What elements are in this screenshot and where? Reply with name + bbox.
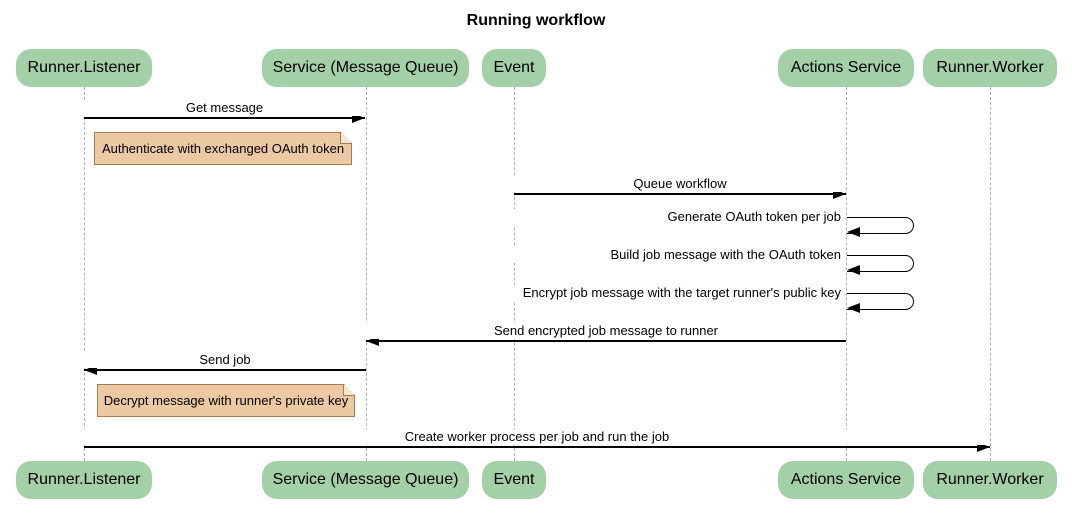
arrowhead-left-icon [366, 336, 379, 346]
note-text: Decrypt message with runner's private ke… [103, 393, 349, 408]
participant-top-runner-worker: Runner.Worker [923, 49, 1057, 87]
participant-label: Runner.Worker [936, 471, 1044, 488]
participant-top-actions-service: Actions Service [778, 49, 914, 87]
participant-label: Service (Message Queue) [272, 59, 459, 76]
note-authenticate: Authenticate with exchanged OAuth token [94, 132, 352, 165]
participant-bottom-service-message-queue: Service (Message Queue) [262, 461, 469, 499]
participant-label: Actions Service [790, 59, 902, 76]
arrowhead-right-icon [833, 189, 846, 199]
message-line [84, 446, 990, 448]
note-text: Authenticate with exchanged OAuth token [101, 141, 345, 156]
participant-label: Event [493, 471, 535, 488]
message-line [84, 117, 365, 119]
message-label-queue-workflow: Queue workflow [514, 176, 846, 192]
participant-label: Runner.Listener [27, 59, 141, 76]
participant-label: Service (Message Queue) [272, 471, 459, 488]
lifeline-runner-listener [84, 87, 85, 461]
participant-bottom-runner-worker: Runner.Worker [923, 461, 1057, 499]
participant-bottom-runner-listener: Runner.Listener [16, 461, 152, 499]
participant-bottom-event: Event [482, 461, 546, 499]
message-label-get-message: Get message [84, 100, 365, 116]
arrowhead-left-icon [847, 303, 860, 313]
self-loop [847, 217, 914, 234]
message-line [84, 369, 366, 371]
arrowhead-right-icon [977, 442, 990, 452]
lifeline-runner-worker [990, 87, 991, 461]
message-label-send-encrypted: Send encrypted job message to runner [366, 323, 846, 339]
arrowhead-right-icon [352, 113, 365, 123]
self-loop [847, 255, 914, 272]
message-line [514, 193, 846, 195]
arrowhead-left-icon [847, 265, 860, 275]
participant-label: Actions Service [790, 471, 902, 488]
message-label-send-job: Send job [84, 352, 366, 368]
participant-top-service-message-queue: Service (Message Queue) [262, 49, 469, 87]
note-fold-icon [343, 385, 354, 396]
message-label-build-job-message: Build job message with the OAuth token [500, 247, 841, 263]
lifeline-service-message-queue [366, 87, 367, 461]
message-line [366, 340, 846, 342]
note-decrypt: Decrypt message with runner's private ke… [97, 384, 355, 417]
arrowhead-left-icon [84, 365, 97, 375]
lifeline-actions-service [846, 87, 847, 461]
participant-label: Runner.Worker [936, 59, 1044, 76]
participant-top-runner-listener: Runner.Listener [16, 49, 152, 87]
participant-label: Runner.Listener [27, 471, 141, 488]
participant-top-event: Event [482, 49, 546, 87]
message-label-encrypt-job-message: Encrypt job message with the target runn… [500, 285, 841, 301]
note-fold-icon [340, 133, 351, 144]
lifeline-event [514, 87, 515, 461]
message-label-create-worker: Create worker process per job and run th… [84, 429, 990, 445]
arrowhead-left-icon [847, 227, 860, 237]
diagram-title: Running workflow [466, 12, 606, 29]
self-loop [847, 293, 914, 310]
participant-label: Event [493, 59, 535, 76]
participant-bottom-actions-service: Actions Service [778, 461, 914, 499]
message-label-generate-oauth-token: Generate OAuth token per job [500, 209, 841, 225]
